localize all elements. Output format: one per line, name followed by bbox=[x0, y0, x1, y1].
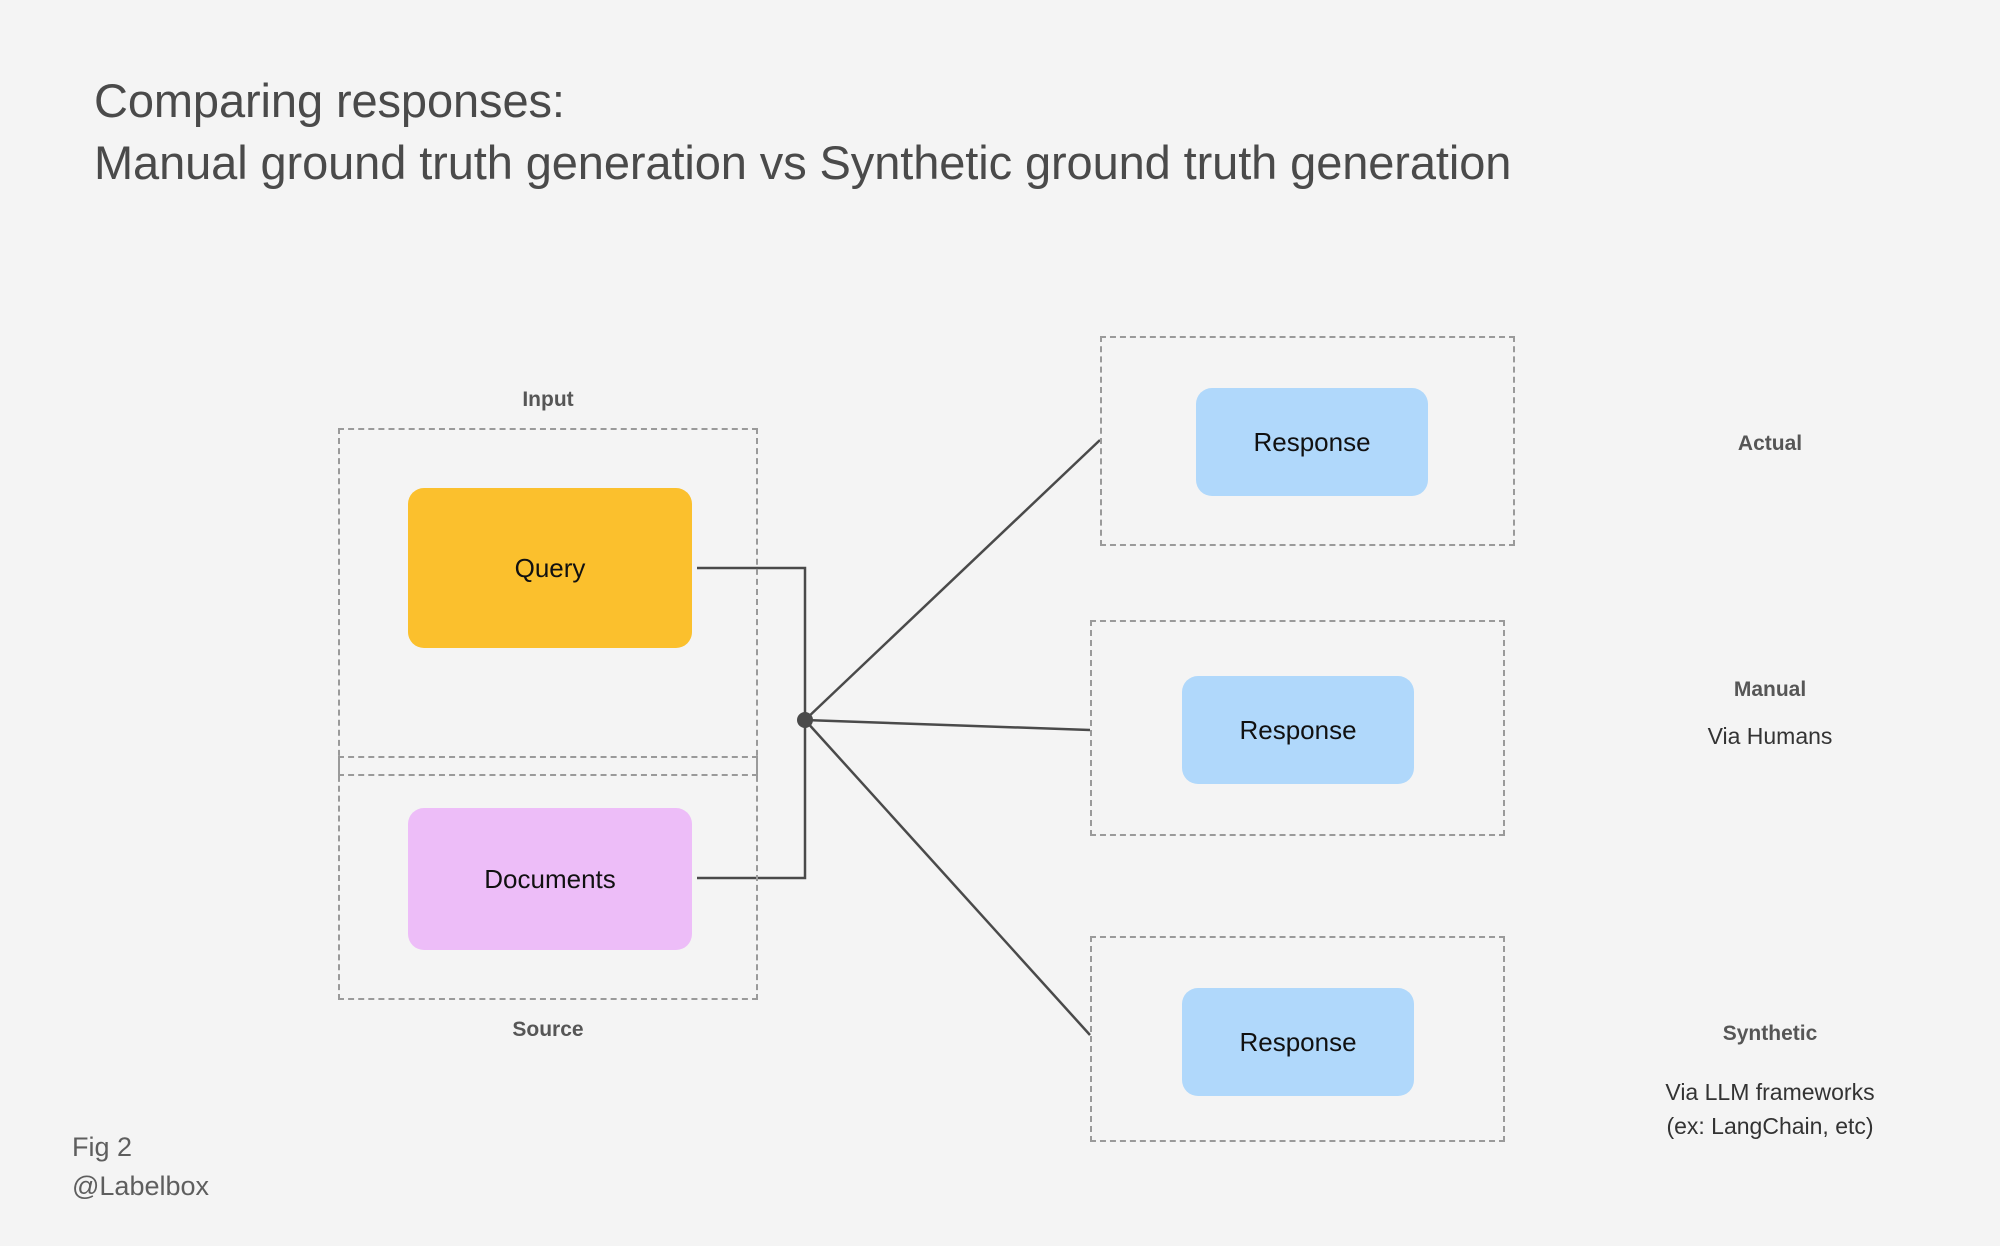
node-query[interactable]: Query bbox=[408, 488, 692, 648]
junction-dot bbox=[797, 712, 813, 728]
response-container-actual bbox=[1100, 336, 1515, 546]
node-query-label: Query bbox=[514, 552, 586, 583]
footer-handle: @Labelbox bbox=[72, 1171, 210, 1202]
annotation-title-actual: Actual bbox=[1737, 432, 1803, 455]
wire-junction-to-response-actual bbox=[804, 439, 1101, 721]
response-container-manual bbox=[1090, 620, 1505, 836]
page-title: Comparing responses: Manual ground truth… bbox=[94, 70, 1944, 194]
title-line-1: Comparing responses: bbox=[94, 74, 565, 127]
title-line-2: Manual ground truth generation vs Synthe… bbox=[94, 136, 1512, 190]
footer-figure-label: Fig 2 bbox=[72, 1132, 133, 1162]
wire-junction-to-response-synthetic bbox=[804, 719, 1091, 1036]
node-documents-label: Documents bbox=[484, 863, 616, 894]
annotation-title-manual: Manual bbox=[1733, 678, 1807, 701]
annotation-title-synthetic: Synthetic bbox=[1722, 1022, 1818, 1045]
annotation-sub-synthetic-line-1: Via LLM frameworks bbox=[1665, 1079, 1875, 1105]
annotation-sub-synthetic-line-2: (ex: LangChain, etc) bbox=[1666, 1113, 1874, 1139]
wire-junction-to-response-manual bbox=[804, 718, 1091, 732]
node-response-manual-label: Response bbox=[1239, 714, 1357, 745]
node-response-actual-label: Response bbox=[1253, 426, 1371, 457]
input-group-container bbox=[338, 428, 758, 776]
input-group-caption: Input bbox=[522, 388, 574, 411]
node-response-manual[interactable]: Response bbox=[1182, 676, 1414, 784]
source-group-container bbox=[338, 756, 758, 1000]
annotation-sub-manual: Via Humans bbox=[1707, 723, 1833, 749]
footer: Fig 2 @Labelbox bbox=[72, 1128, 209, 1206]
node-response-actual[interactable]: Response bbox=[1196, 388, 1428, 496]
source-group-caption: Source bbox=[512, 1018, 584, 1041]
node-response-synthetic[interactable]: Response bbox=[1182, 988, 1414, 1096]
node-documents[interactable]: Documents bbox=[408, 808, 692, 950]
node-response-synthetic-label: Response bbox=[1239, 1026, 1357, 1057]
response-container-synthetic bbox=[1090, 936, 1505, 1142]
